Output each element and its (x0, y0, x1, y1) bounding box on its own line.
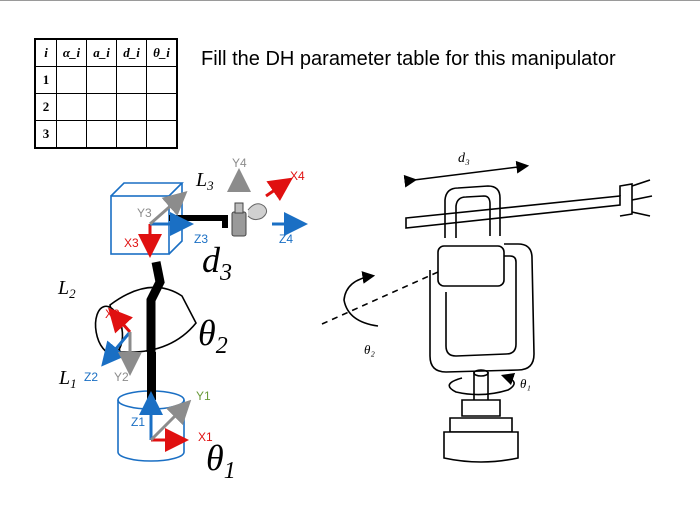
prismatic-bar (405, 179, 653, 229)
header-d: d_i (116, 38, 147, 67)
theta2-axis-dashed (321, 271, 439, 325)
x2-axis (107, 307, 133, 334)
cell-a-3[interactable] (86, 120, 117, 149)
x3-label: X3 (124, 236, 139, 250)
cell-d-1[interactable] (116, 66, 147, 94)
x2-label: X2 (105, 307, 120, 321)
cell-theta-2[interactable] (146, 93, 178, 121)
d3-dimension-arrow (403, 160, 530, 188)
theta1-label: θ1 (206, 438, 236, 484)
l2-label: L2 (57, 277, 76, 301)
link-l2 (146, 261, 165, 352)
x1-label: X1 (198, 430, 213, 444)
table-header-row: i α_i a_i d_i θ_i (34, 38, 178, 67)
sketch-theta1-label: θ₁ (520, 376, 531, 391)
z2-axis (101, 331, 132, 367)
x4-label: X4 (290, 169, 305, 183)
y3-axis (149, 191, 188, 226)
z2-label: Z2 (84, 370, 98, 384)
top-rule (0, 0, 700, 1)
cell-d-3[interactable] (116, 120, 147, 149)
x4-axis (265, 177, 293, 202)
cell-alpha-1[interactable] (56, 66, 87, 94)
gripper-icon (231, 202, 268, 237)
table-row: 2 (34, 93, 178, 121)
y4-label: Y4 (232, 156, 247, 170)
cell-d-2[interactable] (116, 93, 147, 121)
table-row: 3 (34, 120, 178, 149)
cell-alpha-3[interactable] (56, 120, 87, 149)
y2-label: Y2 (114, 370, 129, 384)
prompt-text: Fill the DH parameter table for this man… (201, 48, 616, 70)
dh-parameter-table: i α_i a_i d_i θ_i 1 2 3 (34, 38, 178, 149)
l3-label: L3 (195, 169, 214, 193)
header-theta: θ_i (146, 38, 178, 67)
l1-label: L1 (58, 367, 77, 391)
y1-label: Y1 (196, 389, 211, 403)
cell-theta-1[interactable] (146, 66, 178, 94)
sketch-d3-label: d₃ (458, 151, 470, 166)
cell-a-1[interactable] (86, 66, 117, 94)
theta1-rotation-arrow (448, 372, 516, 396)
row-index: 2 (34, 93, 57, 121)
d3-label: d3 (202, 240, 232, 286)
cell-theta-3[interactable] (146, 120, 178, 149)
theta2-rotation-arrow (343, 271, 379, 327)
base-shaft (443, 369, 519, 463)
y1-axis (149, 399, 192, 442)
table-row: 1 (34, 66, 178, 94)
y3-label: Y3 (137, 206, 152, 220)
z3-label: Z3 (194, 232, 208, 246)
z4-label: Z4 (279, 232, 293, 246)
z1-label: Z1 (131, 415, 145, 429)
header-a: a_i (86, 38, 117, 67)
sketch-theta2-label: θ₂ (364, 342, 375, 357)
wrist-yoke (429, 185, 535, 373)
cell-a-2[interactable] (86, 93, 117, 121)
theta2-label: θ2 (198, 313, 228, 359)
link-l1 (147, 352, 156, 400)
